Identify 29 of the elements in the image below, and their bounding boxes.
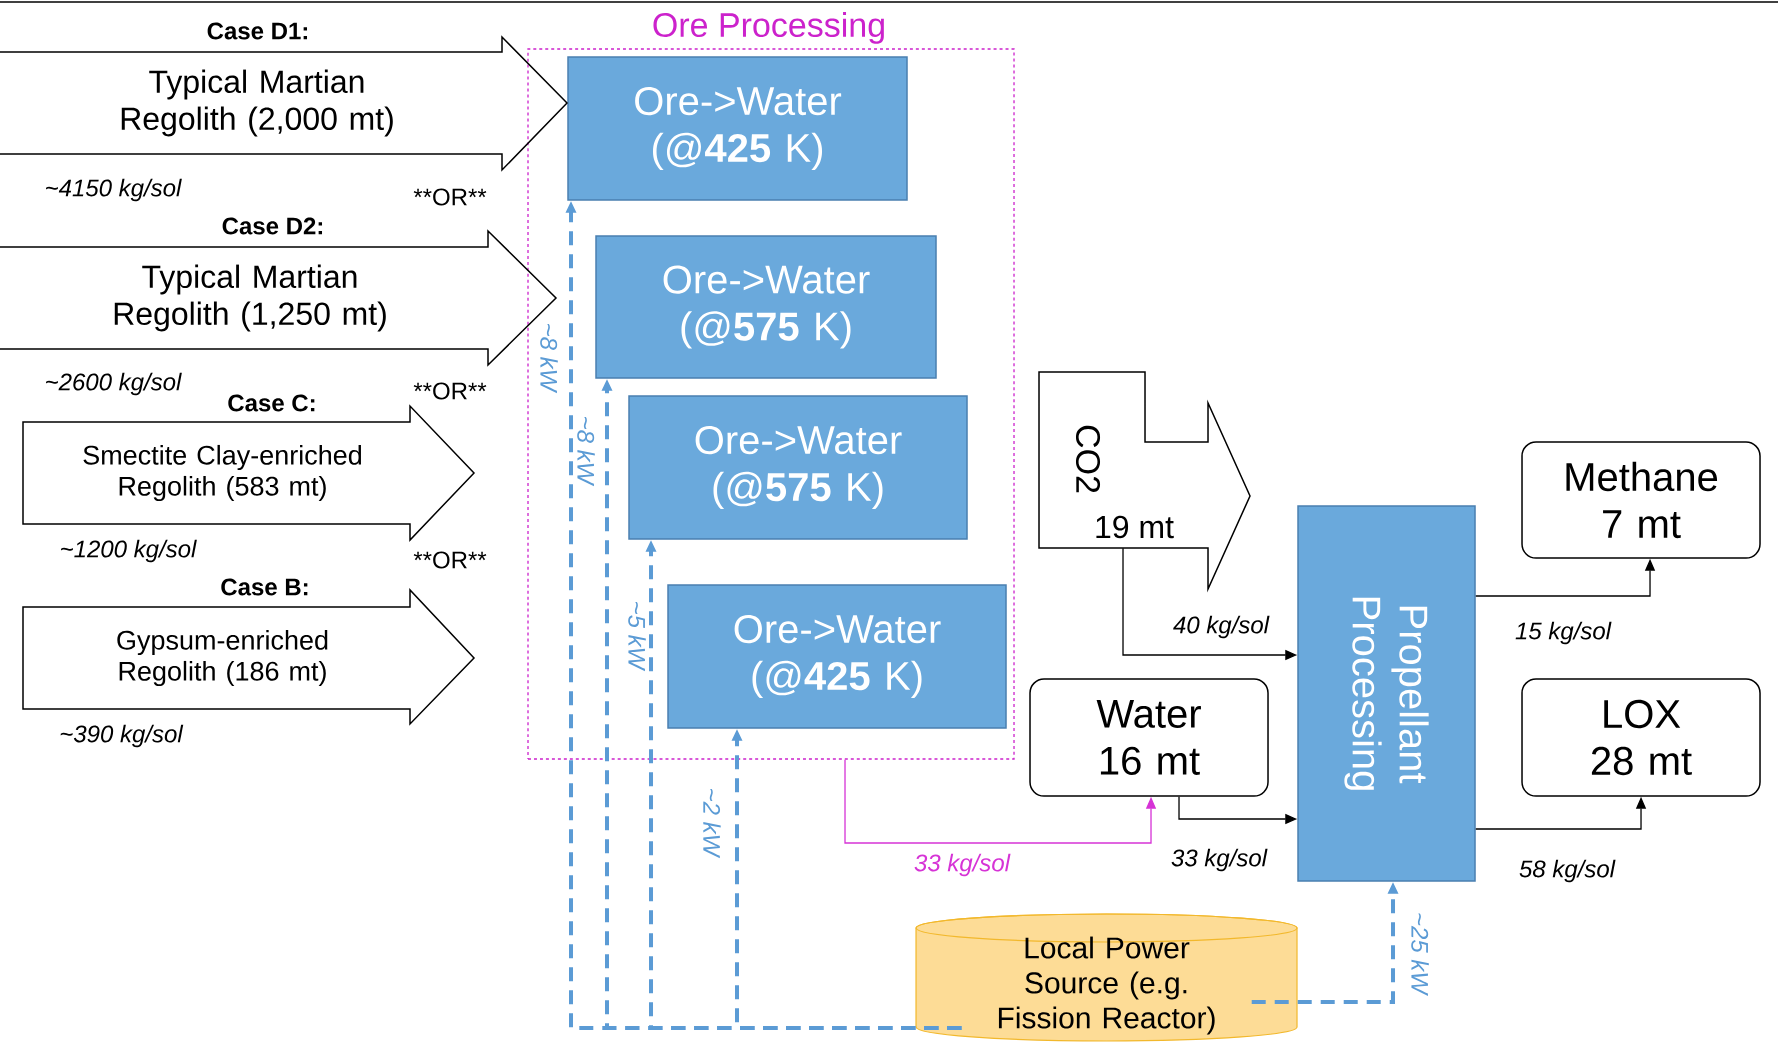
rate-note: ~1200 kg/sol (61, 539, 197, 563)
edge-label: ~8 kW (538, 321, 560, 394)
rate-note: ~2600 kg/sol (46, 372, 182, 396)
edge-label: ~8 kW (575, 414, 597, 487)
process-box: Ore->Water (@425 K) (567, 56, 908, 201)
edge-label: 15 kg/sol (1513, 620, 1613, 646)
or-note: **OR** (413, 551, 487, 569)
edge-label: 58 kg/sol (1517, 858, 1617, 884)
process-box: Ore->Water (@575 K) (595, 235, 937, 379)
rounded-box: LOX 28 mt (1521, 678, 1761, 797)
rounded-box: Water 16 mt (1029, 678, 1269, 797)
cylinder: Local Power Source (e.g. Fission Reactor) (915, 913, 1298, 1042)
or-note: **OR** (413, 382, 487, 400)
process-box: Ore->Water (@575 K) (628, 395, 968, 540)
rate-note: ~4150 kg/sol (46, 178, 182, 202)
rate-note: ~390 kg/sol (60, 724, 184, 748)
or-note: **OR** (413, 188, 487, 206)
edge-label: ~25 kW (1409, 910, 1431, 996)
edge-label: 33 kg/sol (1169, 847, 1269, 873)
group-heading: Ore Processing (653, 12, 884, 44)
case-heading: Case D2: (222, 217, 322, 235)
edge-label: ~2 kW (701, 786, 723, 859)
edge-label: ~5 kW (626, 599, 648, 672)
edge-label: 33 kg/sol (912, 852, 1012, 878)
process-box: Propellant Processing (1297, 505, 1476, 882)
co2-banner: CO2 19 mt (1038, 371, 1251, 593)
edge-label: 40 kg/sol (1171, 614, 1271, 640)
rounded-box: Methane 7 mt (1521, 441, 1761, 559)
process-box: Ore->Water (@425 K) (667, 584, 1007, 729)
